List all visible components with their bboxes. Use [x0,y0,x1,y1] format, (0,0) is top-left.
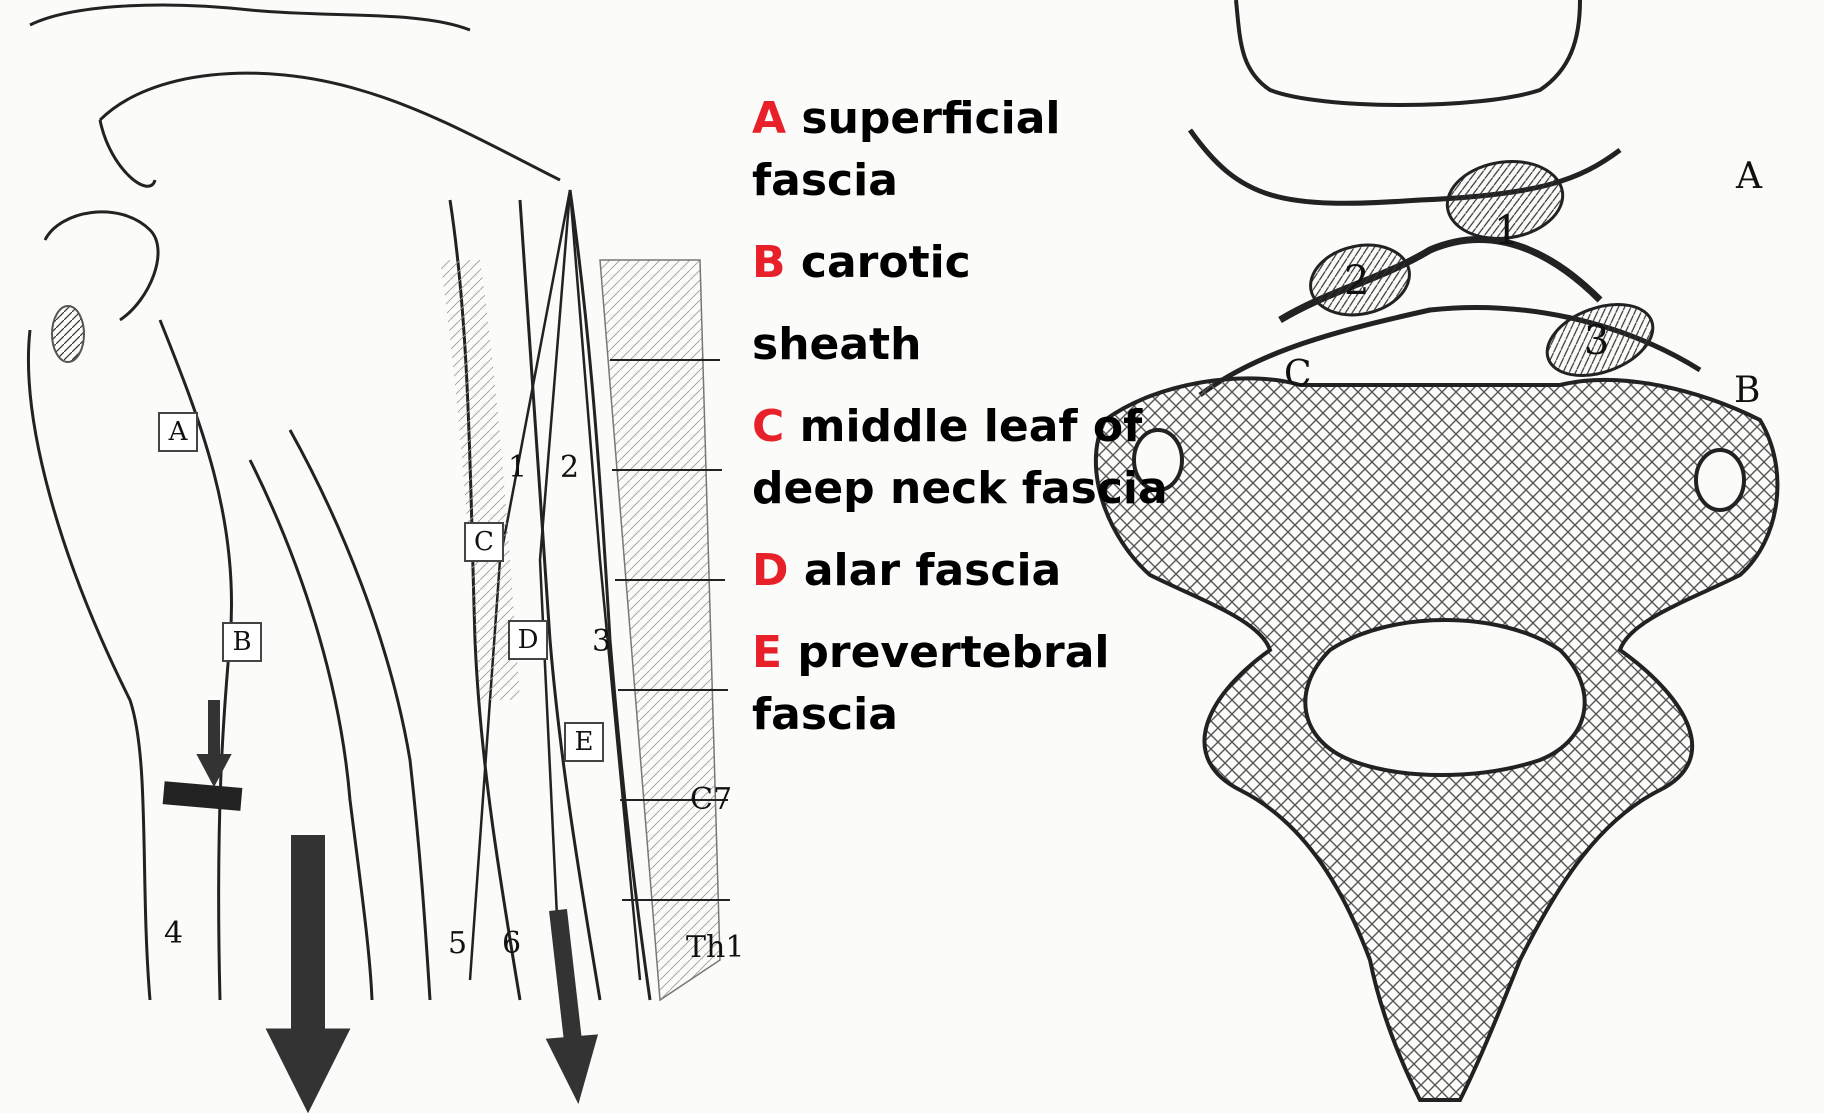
legend-text-a: superficial [786,93,1060,144]
legend-text-e2: fascia [752,689,898,740]
label-3: 3 [592,624,611,659]
cross-space-3: 3 [1584,318,1609,364]
legend-letter-c: C [752,401,784,452]
label-2: 2 [560,450,579,485]
label-c7: C7 [690,782,732,817]
legend-text-c: middle leaf of [784,401,1142,452]
legend-line-b: B carotic [752,232,1172,294]
label-box-b: B [222,622,262,662]
legend-letter-a: A [752,93,786,144]
legend-text-c2: deep neck fascia [752,463,1168,514]
legend-line-a: A superficial [752,88,1172,150]
legend-text-a2: fascia [752,155,898,206]
label-box-d: D [508,620,548,660]
sagittal-section [28,5,730,1110]
legend-letter-e: E [752,627,782,678]
legend-letter-d: D [752,545,789,596]
label-box-a: A [158,412,198,452]
cross-space-1: 1 [1494,208,1519,254]
legend-line-c: C middle leaf of [752,396,1172,458]
legend-text-b2: sheath [752,319,921,370]
legend-text-d: alar fascia [789,545,1062,596]
label-box-c: C [464,522,504,562]
fascia-legend: A superficial fascia B carotic sheath C … [752,88,1172,746]
legend-line-b2: sheath [752,314,1172,376]
label-5: 5 [448,926,467,961]
cross-label-c: C [1284,354,1312,395]
cross-section [1096,0,1778,1100]
legend-line-a2: fascia [752,150,1172,212]
legend-letter-b: B [752,237,786,288]
cross-space-2: 2 [1344,258,1369,304]
legend-line-e2: fascia [752,684,1172,746]
legend-text-e: prevertebral [782,627,1109,678]
cross-label-b: B [1734,370,1760,411]
legend-line-c2: deep neck fascia [752,458,1172,520]
label-6: 6 [502,926,521,961]
legend-line-e: E prevertebral [752,622,1172,684]
label-th1: Th1 [686,930,744,965]
legend-line-d: D alar fascia [752,540,1172,602]
label-4: 4 [164,916,183,951]
legend-text-b: carotic [786,237,971,288]
cross-label-a: A [1736,156,1762,197]
label-1: 1 [508,450,527,485]
label-box-e: E [564,722,604,762]
